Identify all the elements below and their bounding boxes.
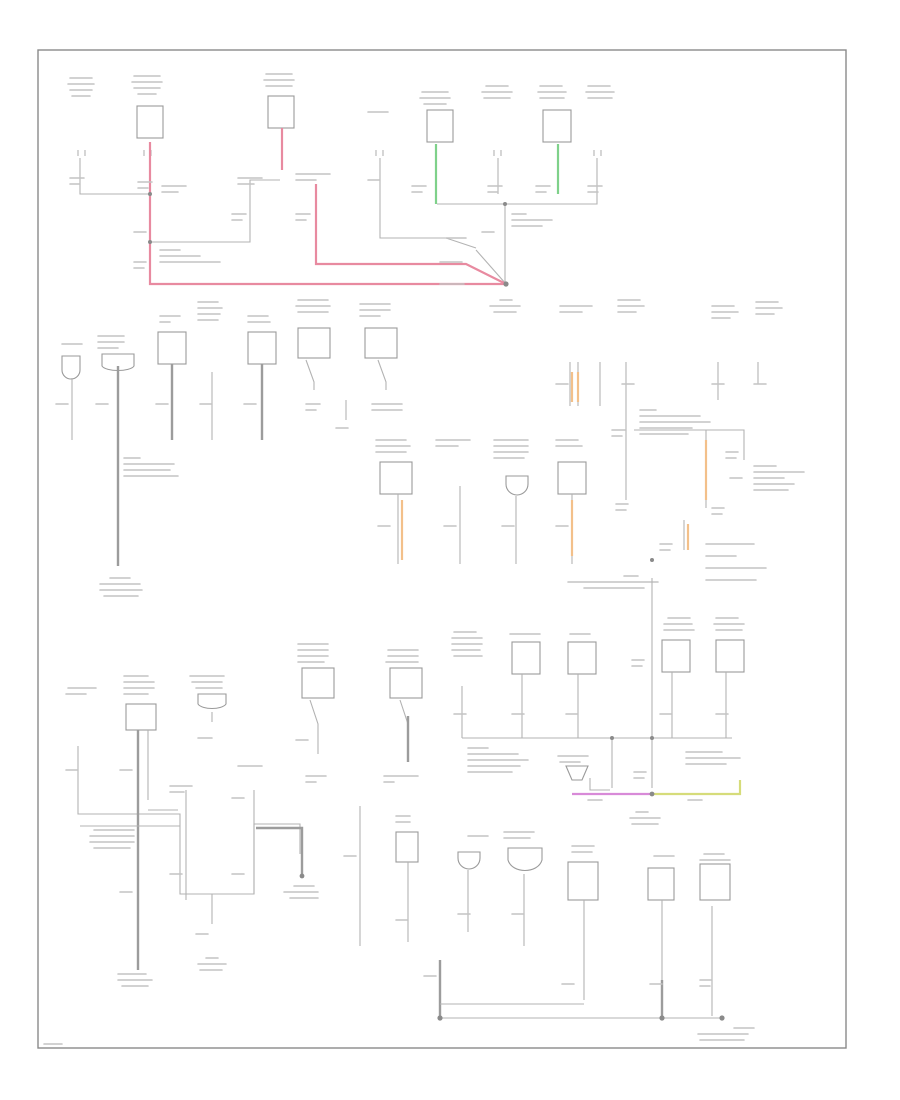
module-component [426,109,454,143]
lamp-component [507,847,543,872]
switch-component [364,327,398,359]
black-ground-wire [256,826,304,876]
lower-section [65,578,755,1041]
module-component [157,331,187,365]
pink-ground-wire [314,184,507,285]
module-component [395,831,419,863]
module-component [661,639,691,673]
module-component [542,109,572,143]
module-component [699,863,731,901]
switch-component [297,327,331,359]
module-component [511,641,541,675]
upper-middle-section [55,299,805,597]
module-component [125,703,157,731]
sensor-component [136,105,164,139]
module-component [647,867,675,901]
lamp-component [197,693,227,710]
lamp-component [457,851,481,870]
module-component [301,667,335,699]
top-section [67,73,615,313]
resistor-component [565,765,589,781]
yellow-ground-wire [652,780,742,796]
diagram-frame [37,49,847,1049]
lamp-component [61,355,81,380]
module-component [567,861,599,901]
component-label [67,73,615,113]
module-component [267,95,295,129]
module-component [557,461,587,495]
module-component [567,641,597,675]
pink-ground-wire [148,142,506,286]
lamp-component [101,353,135,372]
module-component [379,461,413,495]
module-component [715,639,745,673]
sensor-component [505,475,529,496]
module-component [247,331,277,365]
module-component [389,667,423,699]
